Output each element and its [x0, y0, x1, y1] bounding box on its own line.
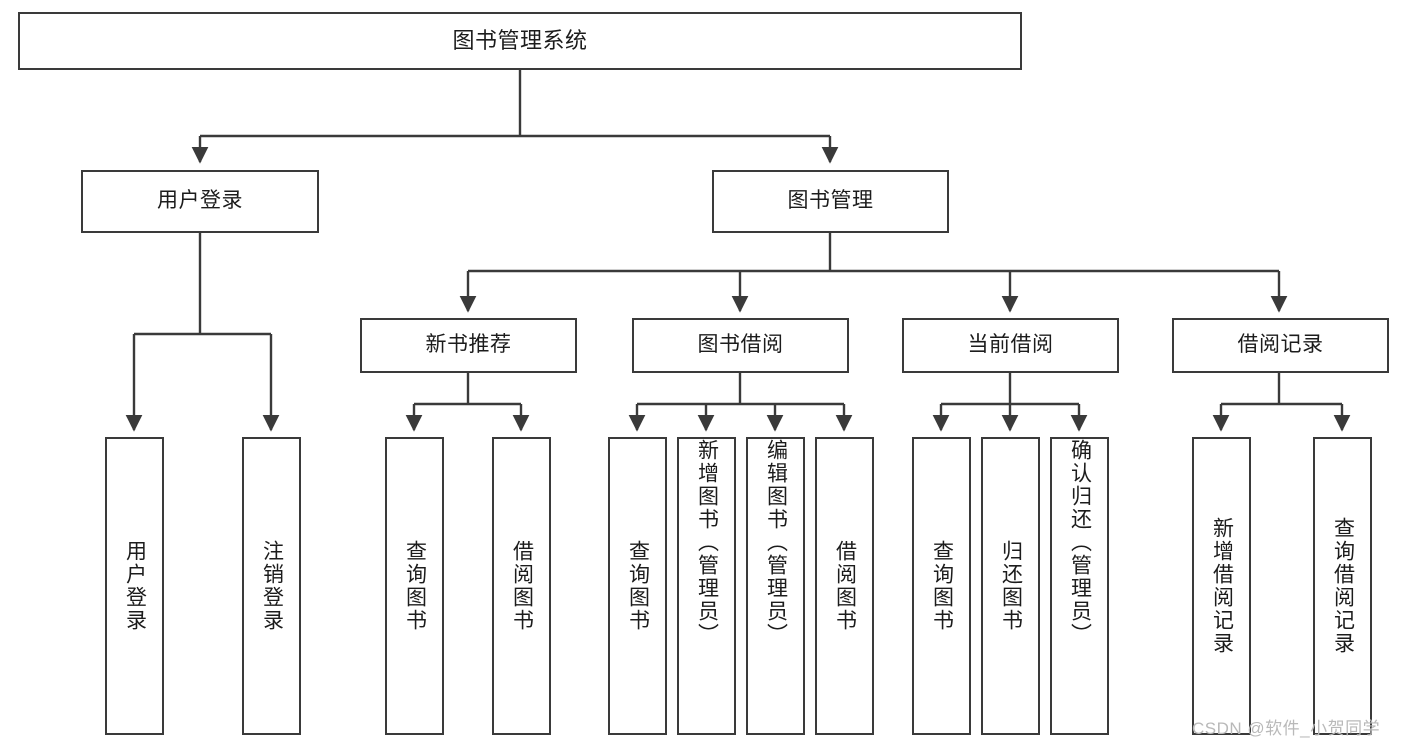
leaf-borrow-borrow-book-label: 借阅图书	[833, 540, 857, 632]
leaf-current-return-book-label: 归还图书	[999, 540, 1023, 632]
node-root-system-label: 图书管理系统	[452, 28, 588, 54]
leaf-borrow-edit-book-label: 编辑图书（管理员）	[764, 439, 788, 646]
leaf-record-query-record[interactable]: 查询借阅记录	[1313, 437, 1372, 735]
node-new-book-recommend[interactable]: 新书推荐	[360, 318, 577, 373]
node-root-system[interactable]: 图书管理系统	[18, 12, 1022, 70]
csdn-watermark: CSDN @软件_小贺同学	[1192, 719, 1381, 738]
leaf-user-login-logout-label: 注销登录	[260, 540, 284, 632]
leaf-borrow-query-book[interactable]: 查询图书	[608, 437, 667, 735]
node-user-login[interactable]: 用户登录	[81, 170, 319, 233]
leaf-current-query-book[interactable]: 查询图书	[912, 437, 971, 735]
leaf-borrow-borrow-book[interactable]: 借阅图书	[815, 437, 874, 735]
leaf-borrow-add-book[interactable]: 新增图书（管理员）	[677, 437, 736, 735]
leaf-borrow-query-book-label: 查询图书	[626, 540, 650, 632]
node-borrow-record-label: 借阅记录	[1237, 333, 1324, 357]
node-current-borrow[interactable]: 当前借阅	[902, 318, 1119, 373]
leaf-recommend-borrow-book[interactable]: 借阅图书	[492, 437, 551, 735]
node-book-borrow[interactable]: 图书借阅	[632, 318, 849, 373]
leaf-recommend-borrow-book-label: 借阅图书	[510, 540, 534, 632]
node-user-login-label: 用户登录	[157, 189, 243, 213]
leaf-borrow-edit-book[interactable]: 编辑图书（管理员）	[746, 437, 805, 735]
leaf-record-add-record-label: 新增借阅记录	[1210, 517, 1234, 655]
leaf-current-query-book-label: 查询图书	[930, 540, 954, 632]
leaf-current-return-book[interactable]: 归还图书	[981, 437, 1040, 735]
leaf-recommend-query-book-label: 查询图书	[403, 540, 427, 632]
leaf-user-login-login[interactable]: 用户登录	[105, 437, 164, 735]
node-book-management[interactable]: 图书管理	[712, 170, 949, 233]
leaf-borrow-add-book-label: 新增图书（管理员）	[695, 439, 719, 646]
leaf-current-confirm-return-label: 确认归还（管理员）	[1068, 439, 1092, 646]
leaf-user-login-login-label: 用户登录	[123, 540, 147, 632]
node-book-borrow-label: 图书借阅	[697, 333, 784, 357]
leaf-user-login-logout[interactable]: 注销登录	[242, 437, 301, 735]
node-current-borrow-label: 当前借阅	[967, 333, 1054, 357]
leaf-record-add-record[interactable]: 新增借阅记录	[1192, 437, 1251, 735]
node-book-management-label: 图书管理	[787, 189, 874, 213]
leaf-recommend-query-book[interactable]: 查询图书	[385, 437, 444, 735]
leaf-current-confirm-return[interactable]: 确认归还（管理员）	[1050, 437, 1109, 735]
node-new-book-recommend-label: 新书推荐	[425, 333, 512, 357]
leaf-record-query-record-label: 查询借阅记录	[1331, 517, 1355, 655]
node-borrow-record[interactable]: 借阅记录	[1172, 318, 1389, 373]
